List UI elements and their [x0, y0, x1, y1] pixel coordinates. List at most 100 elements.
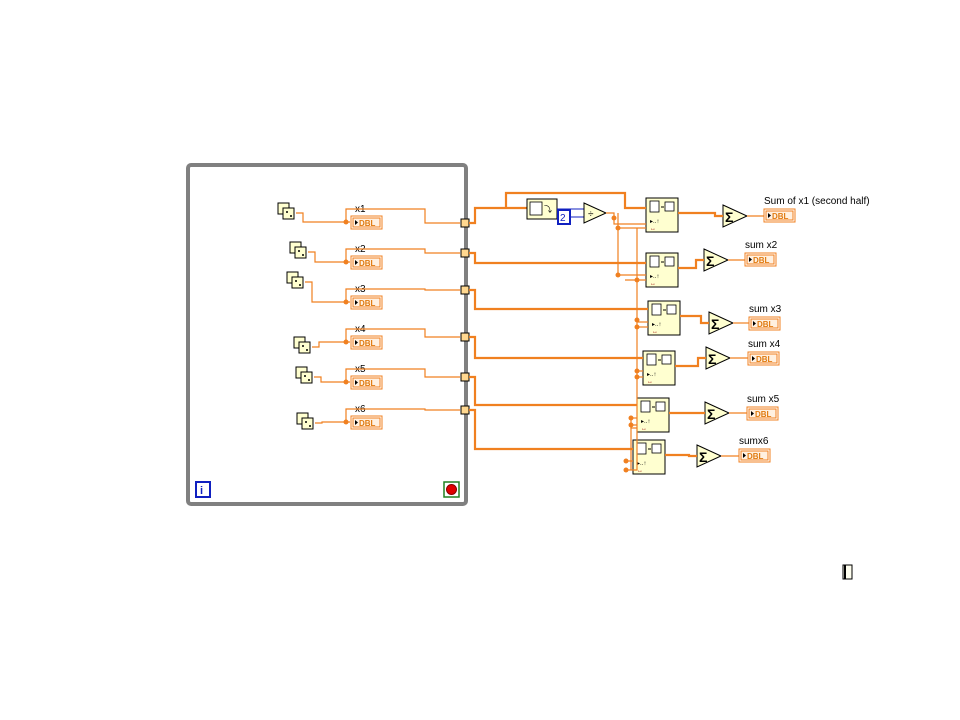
indicator-sum-x2[interactable]: DBL: [744, 252, 777, 267]
array-subset-node[interactable]: ▸..↑↔: [647, 300, 681, 336]
add-array-elements-node[interactable]: Σ: [703, 248, 730, 272]
wire-junction: [615, 272, 621, 278]
wire-x6[interactable]: [315, 421, 350, 424]
iteration-terminal: [195, 481, 211, 498]
wire-x4-to-tunnel[interactable]: [345, 328, 460, 342]
wire-x4-array[interactable]: [469, 335, 643, 360]
wire-x3-to-tunnel[interactable]: [345, 288, 460, 302]
indicator-sumx6[interactable]: DBL: [738, 448, 771, 463]
add-array-elements-node[interactable]: Σ: [705, 346, 732, 370]
array-size-node[interactable]: ⤵: [526, 198, 558, 220]
indicator-x4[interactable]: DBL: [350, 335, 383, 350]
wire-x2-to-tunnel[interactable]: [345, 248, 460, 262]
wire-x2-array[interactable]: [469, 251, 646, 265]
wire-x4[interactable]: [312, 341, 350, 348]
wire-x5-to-tunnel[interactable]: [345, 368, 460, 382]
wire-half[interactable]: [617, 213, 646, 229]
wire-x6-to-tunnel[interactable]: [345, 408, 460, 422]
array-icon: [646, 353, 657, 366]
stop-icon: [446, 484, 457, 495]
wire-x4-subset[interactable]: [675, 356, 706, 368]
indicator-type: DBL: [756, 355, 773, 364]
wire-junction: [615, 225, 621, 231]
divide-icon: ÷: [588, 209, 594, 220]
loop-tunnel[interactable]: [460, 248, 470, 258]
wire-x5[interactable]: [314, 376, 350, 383]
wire-index[interactable]: [617, 228, 646, 276]
indicator-x3[interactable]: DBL: [350, 295, 383, 310]
divide-node[interactable]: ÷: [583, 202, 608, 224]
arrow-icon: [753, 321, 756, 326]
indicator-type: DBL: [755, 410, 772, 419]
wire-x2-subset[interactable]: [678, 258, 704, 270]
array-icon: [651, 303, 662, 316]
array-icon: [661, 354, 672, 365]
wire-junction: [634, 277, 640, 283]
wire-x6-array[interactable]: [469, 408, 633, 451]
wire-x3-subset[interactable]: [680, 314, 709, 325]
indicator-sum-x3[interactable]: DBL: [748, 316, 781, 331]
wire-bus[interactable]: [633, 228, 638, 471]
array-subset-node[interactable]: ▸..↑↔: [645, 197, 679, 233]
while-loop-frame[interactable]: [186, 163, 468, 506]
indicator-type: DBL: [359, 299, 376, 308]
wire-x2[interactable]: [308, 251, 350, 263]
wire-junction: [611, 215, 617, 221]
wire-x1-subset[interactable]: [678, 211, 723, 218]
arrow-icon: [355, 220, 358, 225]
sigma-icon: Σ: [711, 316, 719, 332]
wire-x1-to-tunnel[interactable]: [345, 208, 460, 224]
indicator-sum-x4[interactable]: DBL: [747, 351, 780, 366]
indicator-x2[interactable]: DBL: [350, 255, 383, 270]
arrow-icon: [355, 260, 358, 265]
arrow-icon: [355, 420, 358, 425]
label-x4-output: sum x4: [748, 339, 781, 350]
pip: [304, 375, 306, 377]
add-array-elements-node[interactable]: Σ: [722, 204, 749, 228]
add-array-elements-node[interactable]: Σ: [696, 444, 723, 468]
indicator-sum-x5[interactable]: DBL: [746, 406, 779, 421]
array-subset-node[interactable]: ▸..↑↔: [636, 397, 670, 433]
wire-x3-array[interactable]: [469, 288, 648, 311]
loop-tunnel[interactable]: [460, 372, 470, 382]
random-number-dice-icon[interactable]: [293, 336, 311, 354]
wire-x1-array[interactable]: [469, 206, 527, 225]
sigma-icon: Σ: [699, 449, 707, 465]
random-number-dice-icon[interactable]: [296, 412, 314, 430]
indicator-x6[interactable]: DBL: [350, 415, 383, 430]
random-number-dice-icon[interactable]: [277, 202, 295, 220]
pip: [299, 284, 301, 286]
arrow-icon: [752, 356, 755, 361]
add-array-elements-node[interactable]: Σ: [704, 401, 731, 425]
random-number-dice-icon[interactable]: [286, 271, 304, 289]
wire-x1[interactable]: [296, 212, 350, 223]
add-array-elements-node[interactable]: Σ: [708, 311, 735, 335]
length-terminal: ↔: [650, 281, 656, 287]
loop-tunnel[interactable]: [460, 218, 470, 228]
indicator-sum-of-x1-second-half-[interactable]: DBL: [763, 208, 796, 223]
arrow-icon: [768, 213, 771, 218]
indicator-x5[interactable]: DBL: [350, 375, 383, 390]
array-icon: [640, 400, 651, 413]
label-x6-output: sumx6: [739, 436, 769, 447]
array-icon: [664, 256, 675, 267]
loop-tunnel[interactable]: [460, 285, 470, 295]
wire-x3[interactable]: [305, 281, 350, 303]
wire-tap[interactable]: [630, 424, 637, 470]
sigma-icon: Σ: [707, 406, 715, 422]
wire-x1-branch[interactable]: [504, 191, 646, 210]
random-number-dice-icon[interactable]: [289, 241, 307, 259]
wire-x5-array[interactable]: [469, 375, 637, 407]
array-subset-node[interactable]: ▸..↑↔: [642, 350, 676, 386]
loop-tunnel[interactable]: [460, 332, 470, 342]
indicator-x1[interactable]: DBL: [350, 215, 383, 230]
array-icon: [649, 255, 660, 268]
wire-x6-subset[interactable]: [665, 453, 697, 458]
random-number-dice-icon[interactable]: [295, 366, 313, 384]
loop-tunnel[interactable]: [460, 405, 470, 415]
die-front: [300, 371, 313, 384]
die-front: [294, 246, 307, 259]
indicator-inner: [749, 353, 778, 364]
array-subset-node[interactable]: ▸..↑↔: [645, 252, 679, 288]
array-subset-node[interactable]: ▸..↑↔: [632, 439, 666, 475]
